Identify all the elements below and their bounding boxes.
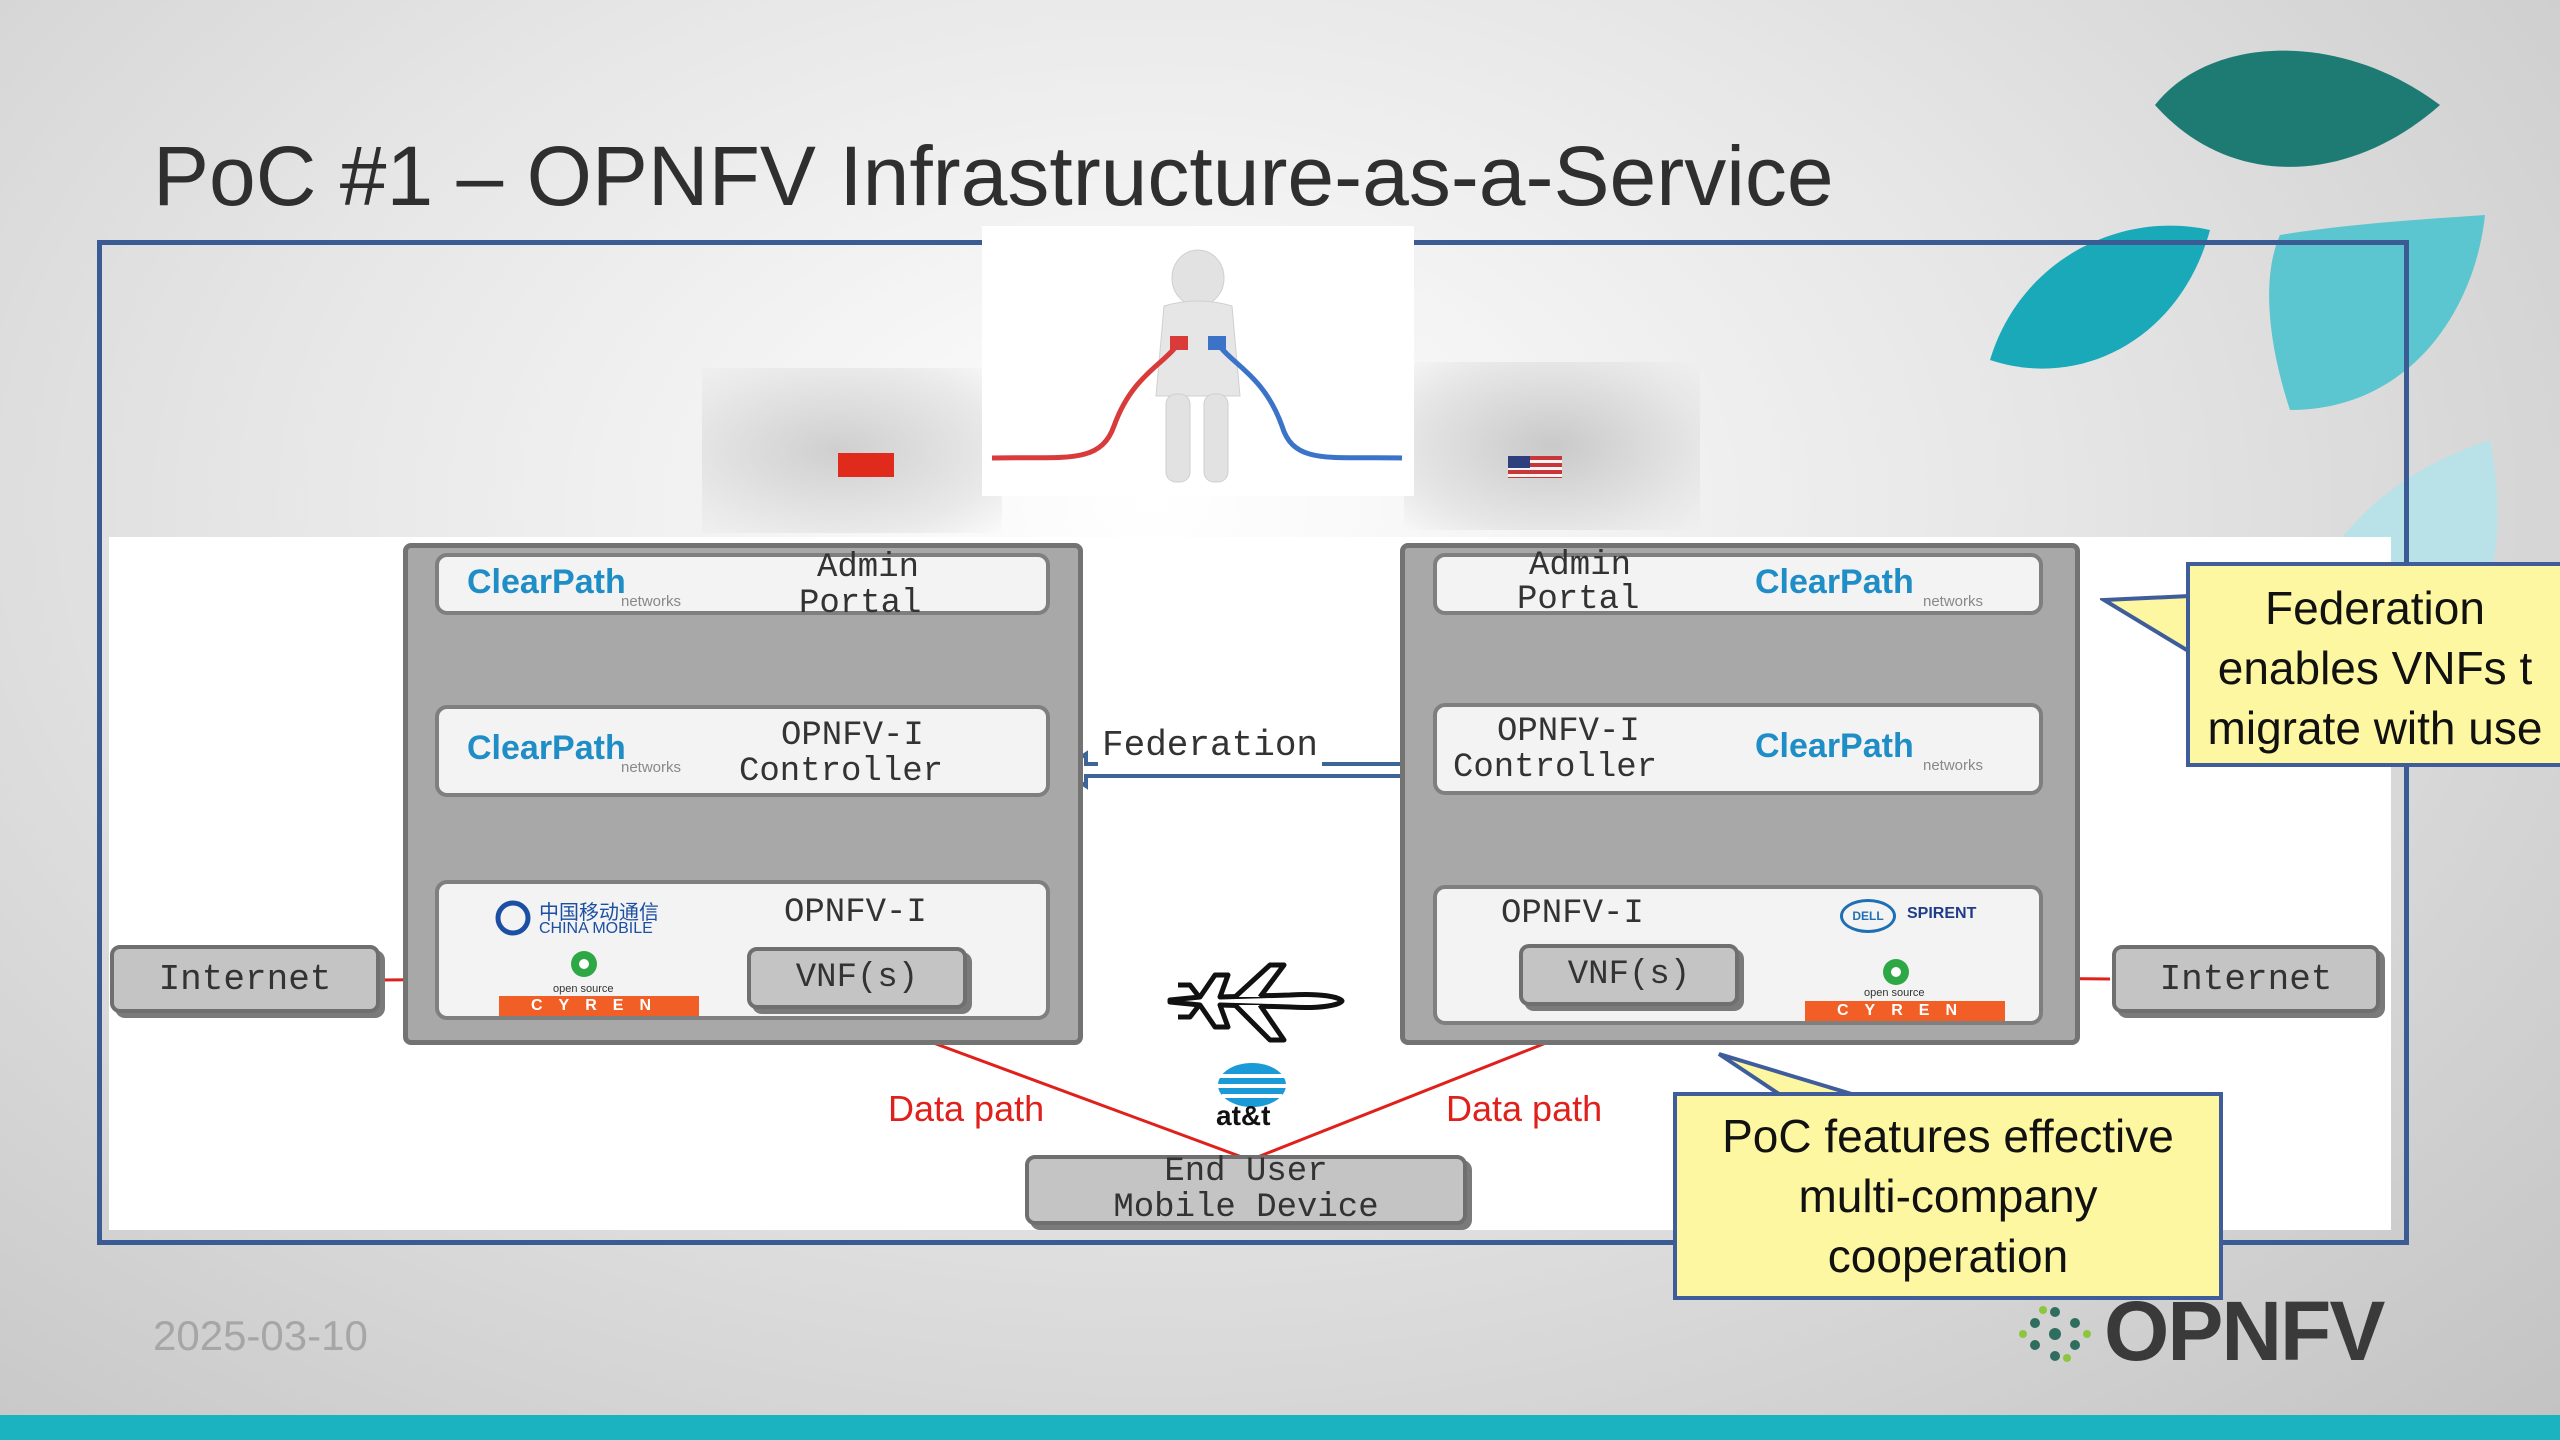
clearpath-subtext: networks <box>621 759 682 776</box>
china-mobile-en: CHINA MOBILE <box>539 920 653 937</box>
right-infra-label: OPNFV-I <box>1501 895 1644 933</box>
right-internet-box[interactable]: Internet <box>2112 945 2380 1013</box>
left-infra-label: OPNFV-I <box>784 894 927 932</box>
clearpath-subtext: networks <box>1923 757 1984 774</box>
right-admin-portal[interactable]: Admin Portal ClearPath networks <box>1433 547 2043 619</box>
clearpath-logo-text: ClearPath <box>467 563 626 601</box>
clearpath-logo-text: ClearPath <box>1755 563 1914 601</box>
right-controller-label-1: OPNFV-I <box>1497 713 1640 751</box>
left-data-path-label: Data path <box>888 1088 1045 1129</box>
china-mobile-logo: 中国移动通信 CHINA MOBILE <box>493 896 693 940</box>
leaf-decoration <box>1990 50 2498 580</box>
clearpath-logo-text: ClearPath <box>467 729 626 767</box>
clearpath-logo: ClearPath <box>1755 727 1914 766</box>
poc-callout-line-1: PoC features effective <box>1722 1110 2174 1162</box>
federation-callout-pointer <box>2100 593 2198 656</box>
clearpath-logo: ClearPath <box>467 729 626 768</box>
open-source-icon <box>571 951 597 977</box>
dell-logo: DELL <box>1840 899 1896 933</box>
federation-callout-line-3: migrate with use <box>2207 702 2543 754</box>
dell-logo-text: DELL <box>1852 909 1884 923</box>
usa-map-image <box>1404 362 1700 530</box>
spirent-logo: SPIRENT <box>1907 905 1977 922</box>
open-source-icon <box>1883 959 1909 985</box>
person-connecting-cables-icon <box>991 249 1403 483</box>
clearpath-subtext: networks <box>621 593 682 610</box>
china-flag-icon <box>838 453 894 477</box>
right-opnfv-infra: OPNFV-I DELL SPIRENT open source CYREN V… <box>1433 885 2043 1025</box>
china-mobile-icon <box>495 900 531 936</box>
att-logo-text: at&t <box>1216 1100 1271 1131</box>
poc-callout-line-3: cooperation <box>1827 1230 2069 1282</box>
footer-accent-bar <box>0 1415 2560 1440</box>
left-controller-label-1: OPNFV-I <box>781 717 924 755</box>
left-admin-portal[interactable]: ClearPath networks Admin Portal <box>435 549 1050 623</box>
left-admin-label-1: Admin <box>817 549 920 587</box>
poc-callout-line-2: multi-company <box>1798 1170 2098 1222</box>
end-user-label-1: End User <box>1164 1153 1328 1191</box>
left-vnf-box[interactable]: VNF(s) <box>747 947 967 1009</box>
end-user-label-2: Mobile Device <box>1113 1189 1379 1227</box>
right-vnf-box[interactable]: VNF(s) <box>1519 944 1739 1006</box>
federation-callout-line-1: Federation <box>2265 582 2485 634</box>
cyren-logo: CYREN <box>499 996 699 1016</box>
connector-figure-image <box>982 226 1414 496</box>
clearpath-logo: ClearPath <box>1755 563 1914 602</box>
opnfv-logo-text: OPNFV <box>2104 1284 2385 1378</box>
clearpath-logo-text: ClearPath <box>1755 727 1914 765</box>
opnfv-flower-icon <box>2019 1306 2091 1362</box>
left-opnfv-infra: 中国移动通信 CHINA MOBILE OPNFV-I open source … <box>435 880 1050 1020</box>
clearpath-logo: ClearPath <box>467 563 626 602</box>
left-internet-box[interactable]: Internet <box>110 945 380 1013</box>
right-data-path-label: Data path <box>1446 1088 1603 1129</box>
slide-title: PoC #1 – OPNFV Infrastructure-as-a-Servi… <box>153 129 1834 223</box>
right-admin-label-1: Admin <box>1529 547 1632 585</box>
right-controller-label-2: Controller <box>1453 749 1658 787</box>
right-opnfv-controller[interactable]: OPNFV-I Controller ClearPath networks <box>1433 703 2043 795</box>
federation-callout-line-2: enables VNFs t <box>2217 642 2533 694</box>
left-opnfv-controller[interactable]: ClearPath networks OPNFV-I Controller <box>435 705 1050 797</box>
clearpath-subtext: networks <box>1923 593 1984 610</box>
slide-date: 2025-03-10 <box>153 1312 368 1359</box>
usa-flag-icon <box>1508 456 1562 478</box>
right-admin-label-2: Portal <box>1517 581 1640 619</box>
federation-label: Federation <box>1098 725 1323 766</box>
open-source-text: open source <box>1864 987 1925 999</box>
cyren-logo: CYREN <box>1805 1001 2005 1021</box>
att-globe-icon <box>1218 1063 1286 1107</box>
end-user-device-box[interactable]: End User Mobile Device <box>1025 1153 1467 1227</box>
open-source-text: open source <box>553 983 614 995</box>
poc-callout: PoC features effective multi-company coo… <box>1673 1092 2223 1300</box>
federation-callout: Federation enables VNFs t migrate with u… <box>2186 562 2560 767</box>
left-controller-label-2: Controller <box>739 753 944 791</box>
airplane-icon <box>1167 962 1345 1043</box>
china-map-image <box>702 368 1002 533</box>
china-mobile-cn: 中国移动通信 <box>539 900 659 924</box>
left-admin-label-2: Portal <box>799 585 922 623</box>
